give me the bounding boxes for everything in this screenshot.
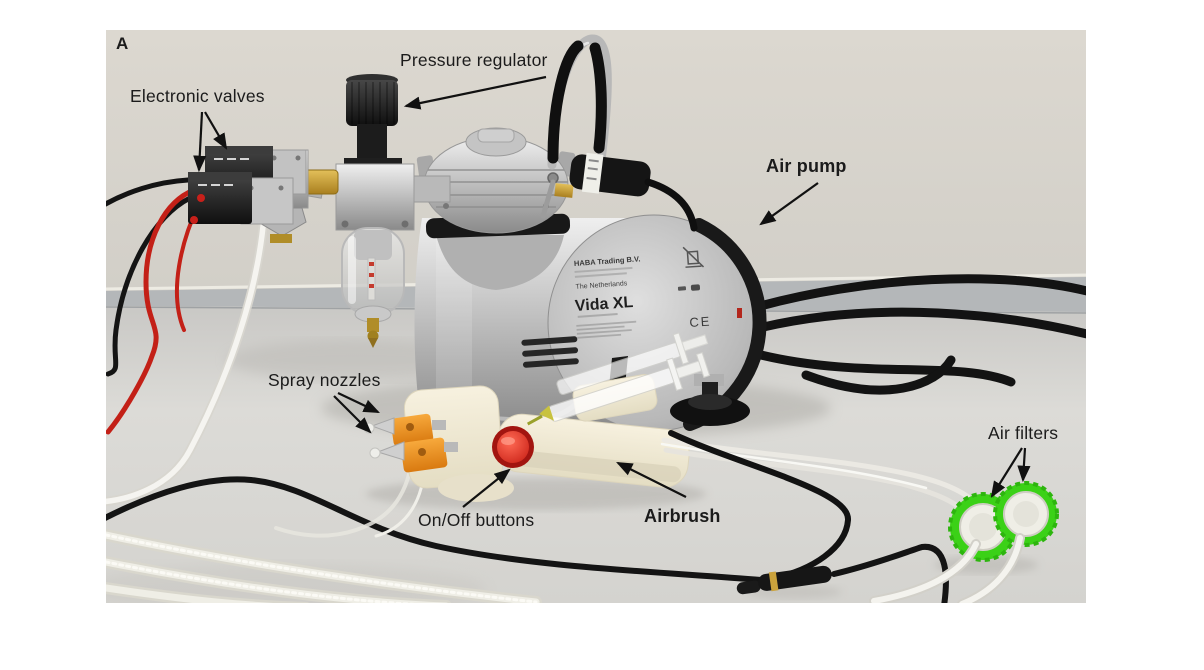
spray-nozzles-group (363, 413, 458, 473)
pump-cylinder-head (416, 127, 576, 290)
pump-label-country: The Netherlands (575, 280, 628, 291)
air-tubes-to-filters (660, 437, 977, 513)
equipment-photo-drawing: HABA Trading B.V. The Netherlands Vida X… (106, 30, 1086, 603)
pump-handle (540, 34, 612, 219)
pump-vent-slots (521, 336, 579, 368)
arrow-electronic-valves-2 (193, 111, 207, 173)
connector-gold-ring (768, 571, 779, 592)
ce-mark-text: CE (689, 314, 712, 331)
annotation-spray-nozzles: Spray nozzles (268, 370, 381, 390)
red-wire-tip-2 (190, 216, 198, 224)
pump-label-model: Vida XL (574, 294, 634, 315)
arrow-pressure-regulator (403, 75, 547, 110)
filter-outlet-tubes (869, 533, 1025, 603)
red-wire-tip (197, 194, 205, 202)
airbrush-group (363, 332, 711, 502)
arrow-onoff-buttons (462, 468, 511, 508)
corrugated-tubes (106, 529, 542, 603)
cable-connector (736, 565, 832, 595)
filter-bowl (341, 227, 405, 348)
annotation-air-filters: Air filters (988, 423, 1059, 443)
panel-label: A (116, 34, 129, 53)
annotation-arrows (193, 75, 1031, 508)
air-filters-group (948, 481, 1059, 562)
arrow-air-pump (759, 182, 819, 226)
red-onoff-button (497, 431, 529, 463)
regulator-knob (346, 80, 398, 126)
annotation-electronic-valves: Electronic valves (130, 86, 265, 106)
arrow-spray-nozzles-2 (333, 395, 372, 434)
annotation-onoff-buttons: On/Off buttons (418, 510, 535, 530)
valve-outlet-tube (106, 211, 269, 506)
annotation-air-pump: Air pump (766, 156, 847, 176)
equipment-photo: HABA Trading B.V. The Netherlands Vida X… (106, 30, 1086, 603)
arrow-electronic-valves-1 (204, 111, 228, 150)
pump-red-detail (737, 308, 742, 318)
electronic-valves-group (188, 146, 307, 225)
certification-mark (677, 286, 687, 291)
arrow-air-filters-1 (990, 447, 1023, 498)
waste-bin-icon (682, 246, 705, 268)
air-filter-right (993, 481, 1059, 547)
syringes (526, 332, 711, 426)
certification-mark-2 (690, 284, 701, 291)
airbrush-cable (668, 430, 851, 581)
arrow-air-filters-2 (1017, 447, 1031, 483)
annotation-airbrush: Airbrush (644, 506, 721, 526)
arrow-spray-nozzles-1 (337, 392, 380, 413)
arrow-airbrush (616, 462, 687, 498)
syringe-needle-hub (539, 405, 554, 421)
pressure-switch (554, 152, 698, 232)
annotation-pressure-regulator: Pressure regulator (400, 50, 548, 70)
